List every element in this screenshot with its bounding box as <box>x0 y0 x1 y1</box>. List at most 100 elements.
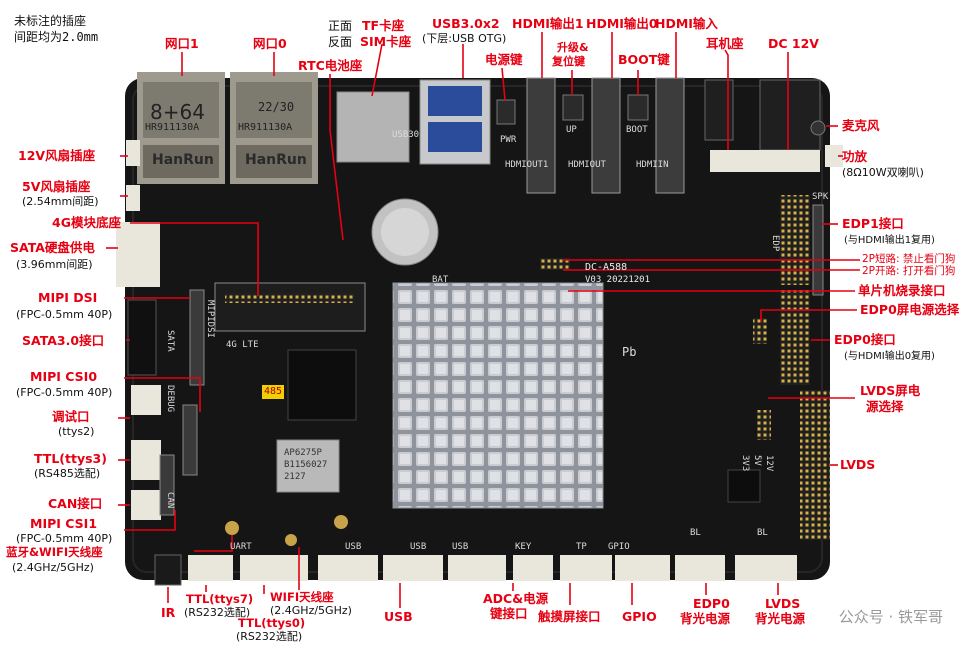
4g-module-socket <box>214 282 366 332</box>
label-bt: 蓝牙&WIFI天线座 <box>6 545 103 559</box>
label-fan5-sub: (2.54mm间距) <box>22 195 99 208</box>
jack-right-code: HR911130A <box>238 122 293 133</box>
label-lvds-bl-1: LVDS <box>765 596 801 611</box>
mipi-dsi-fpc <box>189 289 205 386</box>
label-net0: 网口0 <box>253 36 287 51</box>
silk-pb: Pb <box>622 345 637 359</box>
silk-edp: EDP <box>770 235 780 252</box>
silk-debug: DEBUG <box>165 385 175 413</box>
silk-uart: UART <box>230 542 252 552</box>
wifi-chip-line2: B1156027 <box>284 460 328 470</box>
4g-socket-pins <box>225 293 355 303</box>
label-mipi-dsi: MIPI DSI <box>38 290 98 305</box>
label-bt-sub: (2.4GHz/5GHz) <box>12 561 94 574</box>
silk-usb30: USB30 <box>392 130 420 140</box>
label-usb3-sub: (下层:USB OTG) <box>422 32 507 45</box>
silk-bl-1: BL <box>690 528 701 538</box>
bt-antenna-connector <box>225 521 239 535</box>
wifi-antenna-connector-2 <box>334 515 348 529</box>
silk-sata: SATA <box>165 330 175 352</box>
label-csi1: MIPI CSI1 <box>30 516 98 531</box>
label-boot-key: BOOT键 <box>618 52 670 67</box>
silk-pwr: PWR <box>500 135 517 145</box>
edp0-pwr-jumper <box>753 318 767 344</box>
bottom-connectors <box>188 555 797 581</box>
label-4g: 4G模块底座 <box>52 215 121 230</box>
eth-left-label: 8+64 <box>150 100 205 124</box>
heatsink <box>392 282 604 509</box>
label-debug: 调试口 <box>52 409 90 424</box>
edp0-header <box>780 290 810 385</box>
label-ttl7-sub: (RS232选配) <box>184 606 251 619</box>
silk-bl-2: BL <box>757 528 768 538</box>
label-sim: SIM卡座 <box>360 34 412 49</box>
silk-usb-1: USB <box>345 542 362 552</box>
label-lvds: LVDS <box>840 457 876 472</box>
label-tf: TF卡座 <box>362 18 405 33</box>
edp-fpc <box>812 204 824 296</box>
eth-right-label: 22/30 <box>258 100 295 114</box>
sata3-connector-part <box>127 299 157 376</box>
board-model: DC-A588 <box>585 262 628 273</box>
silk-bat: BAT <box>432 275 449 285</box>
label-ir: IR <box>161 605 176 620</box>
amp-connector-2 <box>825 145 843 167</box>
silk-5v: 5V <box>752 455 762 466</box>
label-amp-sub: (8Ω10W双喇叭) <box>842 166 924 179</box>
label-hdmi-out0: HDMI输出0 <box>586 16 658 31</box>
lte-tag: 4G LTE <box>226 340 259 350</box>
boot-button-part <box>627 94 649 121</box>
edp1-header <box>780 195 810 285</box>
silk-mipidsi: MIPIDSI <box>205 300 215 338</box>
label-upgrade-2: 复位键 <box>552 55 585 68</box>
label-edp1-sub: (与HDMI输出1复用) <box>844 235 935 246</box>
ic-right <box>727 469 761 503</box>
label-wifi-sub: (2.4GHz/5GHz) <box>270 604 352 617</box>
silk-boot: BOOT <box>626 125 648 135</box>
label-mipi-dsi-sub: (FPC-0.5mm 40P) <box>16 308 113 321</box>
hdmi-connectors <box>526 77 685 194</box>
label-front: 正面 <box>328 19 353 33</box>
label-earphone: 耳机座 <box>706 36 744 51</box>
label-edp0-pwr: EDP0屏电源选择 <box>860 302 960 317</box>
silk-3v3: 3V3 <box>740 455 750 472</box>
label-sata-pwr: SATA硬盘供电 <box>10 240 95 255</box>
label-usb3: USB3.0x2 <box>432 16 500 31</box>
soc-chip <box>287 349 357 421</box>
wifi-chip-line1: AP6275P <box>284 448 322 458</box>
label-lvds-bl-2: 背光电源 <box>755 611 806 626</box>
label-ttl7: TTL(ttys7) <box>186 592 254 606</box>
rs485-tag-text: 485 <box>264 386 283 397</box>
label-edp0-sub: (与HDMI输出0复用) <box>844 351 935 362</box>
label-adc-1: ADC&电源 <box>483 591 549 606</box>
label-gpio: GPIO <box>622 609 657 624</box>
label-csi0: MIPI CSI0 <box>30 369 98 384</box>
wifi-module <box>276 439 340 493</box>
label-fan5: 5V风扇插座 <box>22 179 91 194</box>
ir-receiver <box>154 554 182 586</box>
label-lvds-pwr-2: 源选择 <box>866 399 904 414</box>
silk-usb-2: USB <box>410 542 427 552</box>
label-edp1: EDP1接口 <box>842 216 904 231</box>
label-ttl3-sub: (RS485选配) <box>34 467 101 480</box>
rtc-battery-inner <box>381 208 429 256</box>
amp-connector-part <box>710 150 820 172</box>
tf-sim-socket <box>336 91 410 163</box>
label-dc: DC 12V <box>768 36 819 51</box>
label-sata-pwr-sub: (3.96mm间距) <box>16 258 93 271</box>
silk-hdmiout1: HDMIOUT1 <box>505 160 549 170</box>
silk-12v: 12V <box>764 455 774 472</box>
jack-left-code: HR911130A <box>145 122 200 133</box>
label-edp0-bl-1: EDP0 <box>693 596 730 611</box>
silk-hdmiin: HDMIIN <box>636 160 669 170</box>
rs485-tag <box>262 385 284 399</box>
silk-spk: SPK <box>812 192 829 202</box>
label-csi1-sub: (FPC-0.5mm 40P) <box>16 532 113 545</box>
label-csi0-sub: (FPC-0.5mm 40P) <box>16 386 113 399</box>
mcu-header <box>540 258 570 270</box>
label-sata3: SATA3.0接口 <box>22 333 105 348</box>
upgrade-button-part <box>562 94 584 121</box>
label-upgrade-1: 升级& <box>557 41 589 54</box>
label-mic: 麦克风 <box>842 118 880 133</box>
